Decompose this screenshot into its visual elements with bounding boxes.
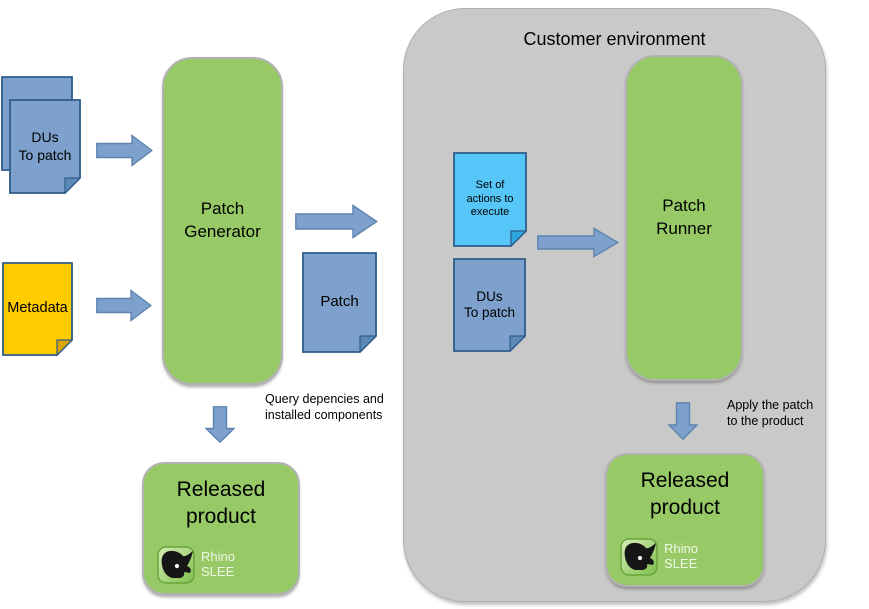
node-label: Metadata bbox=[7, 300, 68, 317]
node-set-of-actions: Set of actions to execute bbox=[453, 152, 527, 247]
document-icon bbox=[453, 258, 526, 352]
customer-environment-title: Customer environment bbox=[523, 29, 706, 49]
node-patch-document: Patch bbox=[302, 252, 377, 353]
document-icon bbox=[453, 152, 527, 247]
arrow-right-icon bbox=[96, 289, 152, 322]
document-icon bbox=[9, 99, 81, 194]
arrow-right-icon bbox=[537, 227, 619, 258]
node-patch-generator: Patch Generator bbox=[162, 57, 283, 385]
rhino-slee-label: Rhino SLEE bbox=[664, 541, 698, 571]
annotation-query-dependencies: Query depencies and installed components bbox=[265, 392, 384, 422]
arrow-down-icon bbox=[668, 402, 698, 440]
rhino-slee-label: Rhino SLEE bbox=[201, 549, 235, 579]
node-label: Released product bbox=[176, 478, 266, 529]
rhino-slee-branding: Rhino SLEE bbox=[620, 538, 698, 576]
node-dus-to-patch-source: DUs To patch bbox=[9, 99, 81, 194]
rhino-slee-logo-icon bbox=[620, 538, 658, 576]
rhino-slee-logo-icon bbox=[157, 546, 195, 584]
document-icon bbox=[302, 252, 377, 353]
arrow-right-icon bbox=[295, 204, 378, 239]
node-released-product-right: Released product Rhino SLEE bbox=[605, 453, 765, 587]
document-icon bbox=[2, 262, 73, 356]
node-label: Patch bbox=[320, 293, 359, 311]
arrow-right-icon bbox=[96, 134, 153, 167]
node-label: Patch Runner bbox=[656, 196, 712, 238]
node-label: Patch Generator bbox=[184, 199, 261, 241]
node-label: Set of actions to execute bbox=[466, 179, 514, 219]
arrow-down-icon bbox=[205, 406, 235, 443]
node-metadata: Metadata bbox=[2, 262, 73, 356]
node-label: DUs To patch bbox=[18, 129, 72, 163]
node-label: DUs To patch bbox=[463, 288, 516, 320]
node-label: Released product bbox=[640, 469, 730, 520]
node-patch-runner: Patch Runner bbox=[625, 55, 743, 381]
node-dus-to-patch-customer: DUs To patch bbox=[453, 258, 526, 352]
rhino-slee-branding: Rhino SLEE bbox=[157, 546, 235, 584]
annotation-apply-patch: Apply the patch to the product bbox=[727, 398, 814, 428]
node-released-product-left: Released product Rhino SLEE bbox=[142, 462, 300, 595]
